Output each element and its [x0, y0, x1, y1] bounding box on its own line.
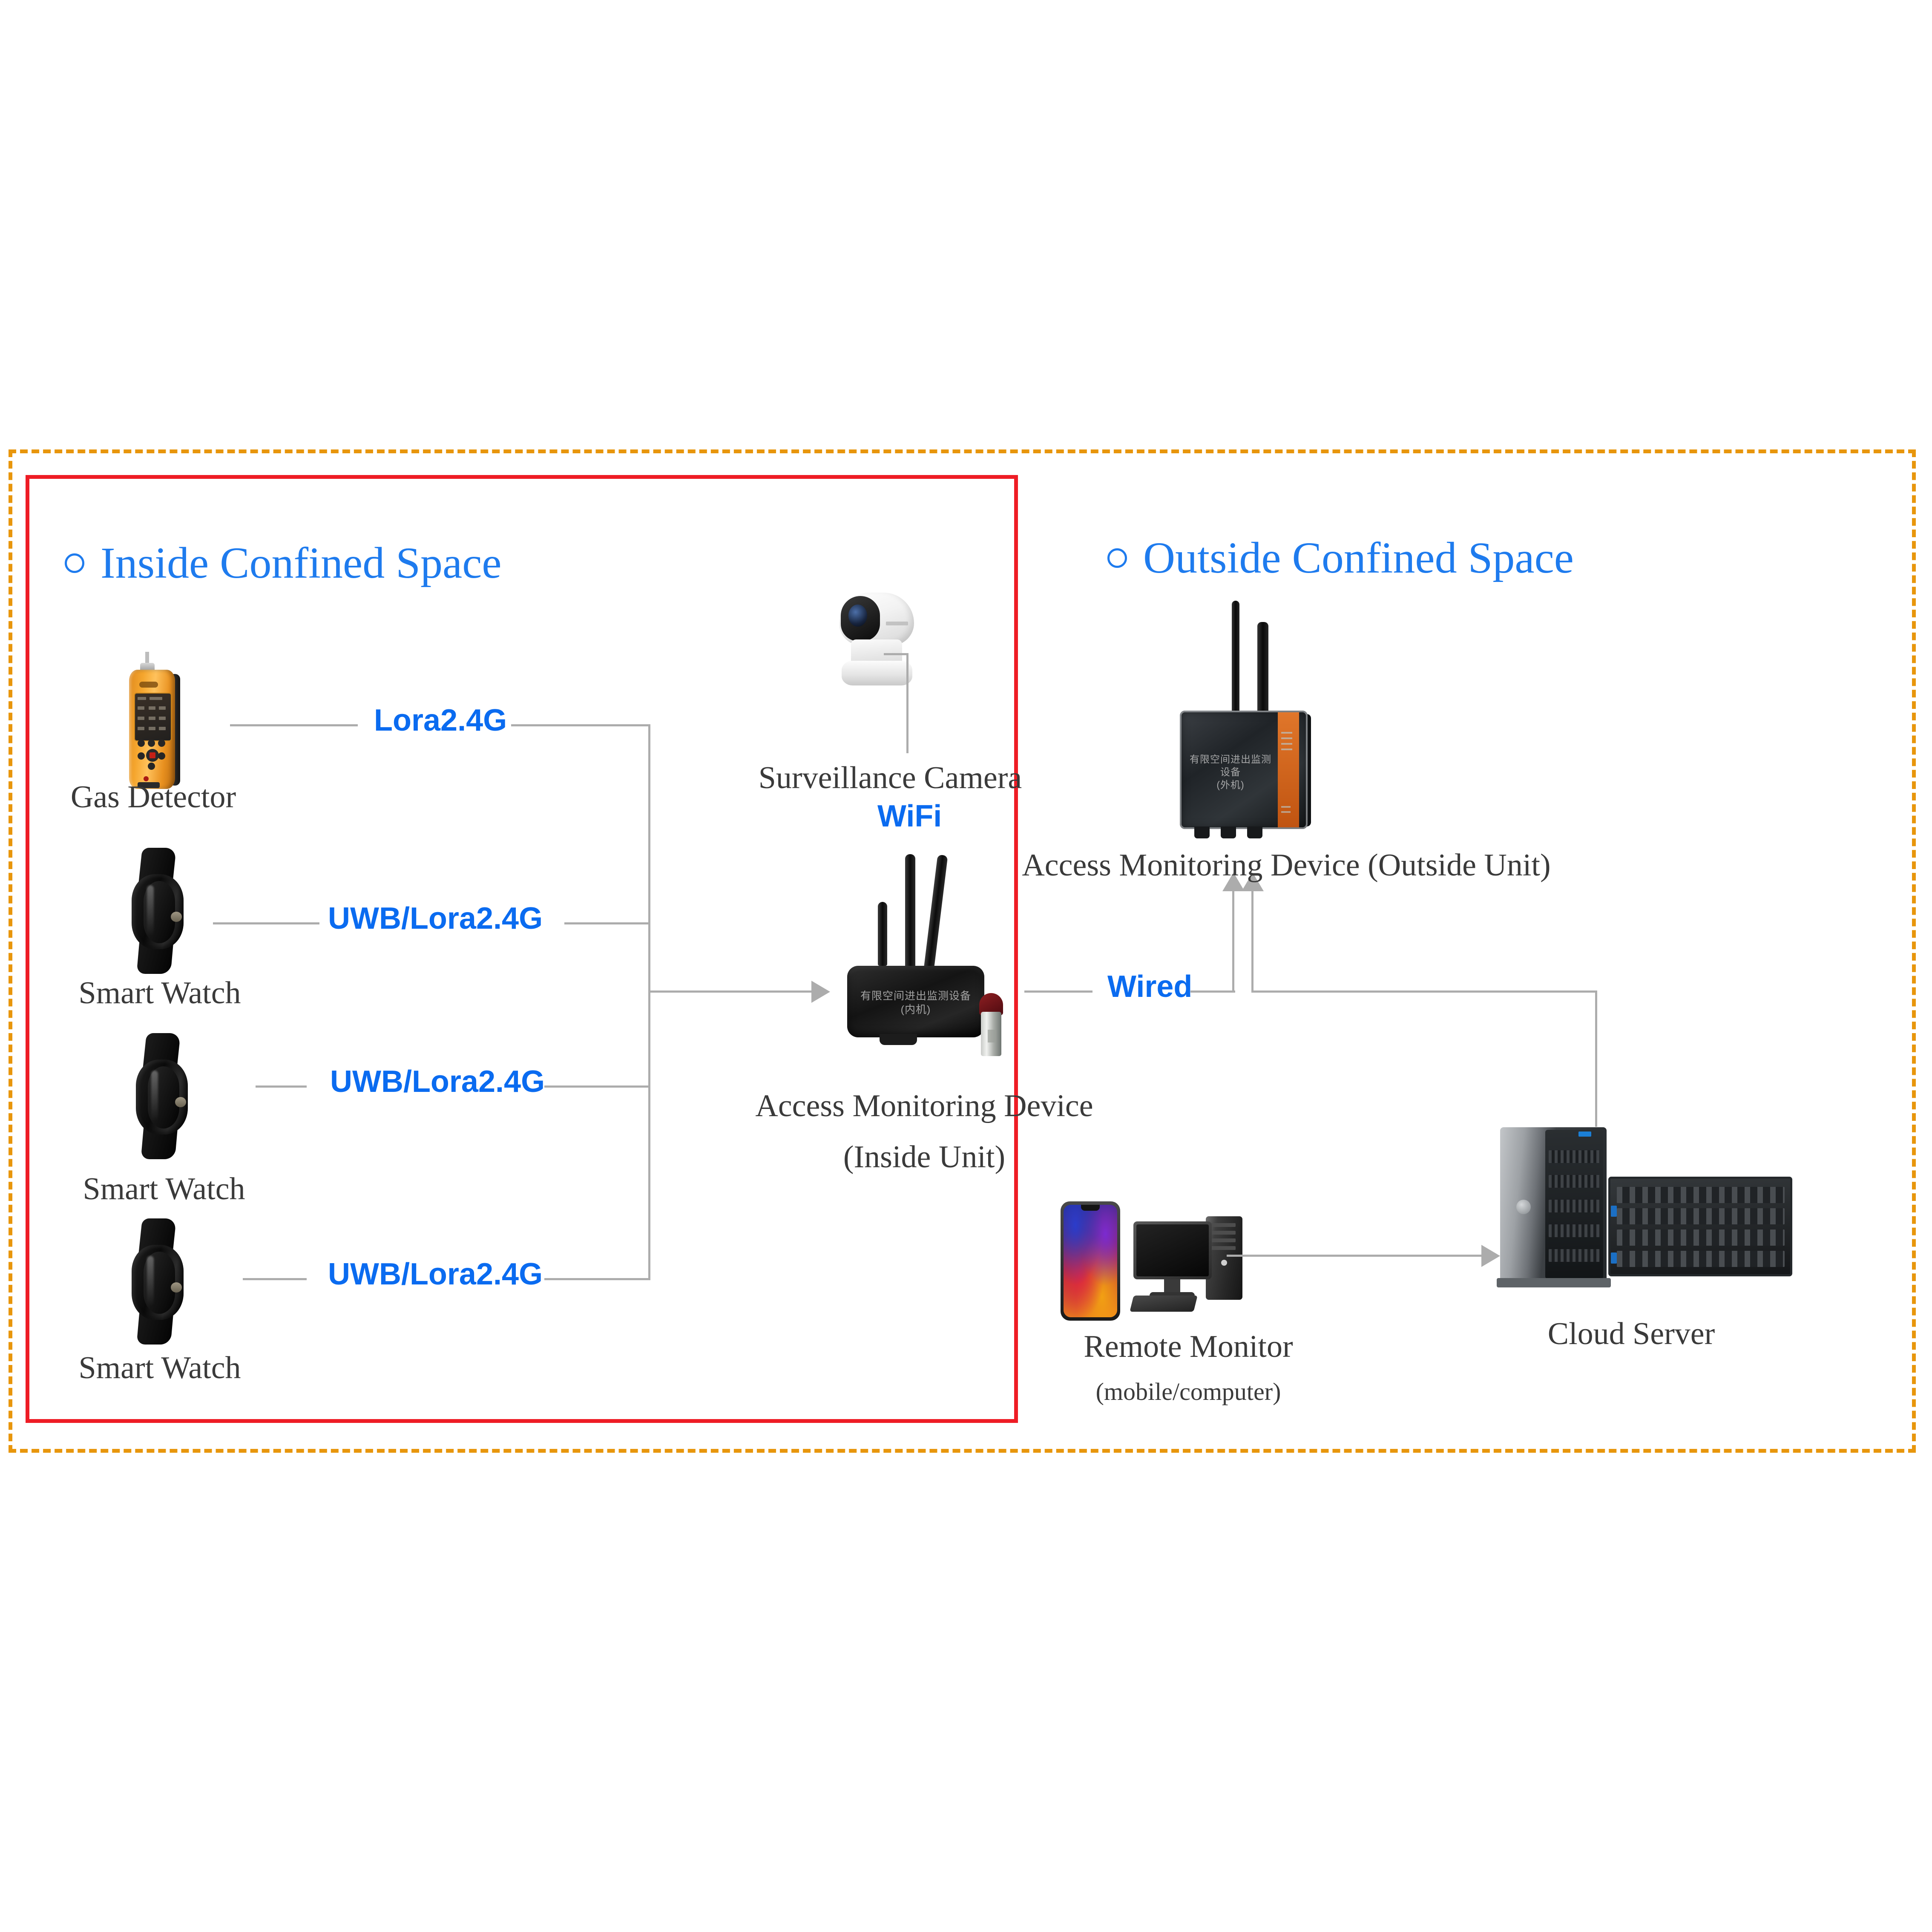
circle-bullet-icon: [65, 553, 84, 573]
outside-unit-device-text2: (外机): [1216, 779, 1245, 790]
protocol-label-lora: Lora2.4G: [374, 703, 507, 737]
outside-confined-space-boundary: [9, 449, 1916, 1453]
connector-watch2-right: [544, 1085, 650, 1088]
smart-watch-1-label: Smart Watch: [78, 976, 241, 1011]
outside-unit-device-text: 有限空间进出监测设备: [1190, 754, 1271, 777]
connector-watch2-left: [256, 1085, 307, 1088]
inside-unit-label-line1: Access Monitoring Device: [755, 1088, 1093, 1123]
gas-detector-icon: [121, 652, 185, 792]
surveillance-camera-icon: [822, 590, 950, 697]
connector-camera-drop: [906, 653, 908, 753]
connector-wired-riser: [1232, 890, 1234, 992]
outside-unit-label: Access Monitoring Device (Outside Unit): [1022, 848, 1551, 883]
desktop-computer-icon: [1130, 1212, 1259, 1323]
inside-zone-label: Inside Confined Space: [101, 538, 502, 587]
circle-bullet-icon: [1107, 548, 1127, 568]
outside-zone-heading: Outside Confined Space: [1107, 536, 1574, 580]
inside-unit-label-line2: (Inside Unit): [843, 1140, 1006, 1175]
arrow-head-to-inside-unit: [811, 981, 830, 1003]
protocol-label-uwb-2: UWB/Lora2.4G: [330, 1065, 545, 1099]
inside-unit-device-text: 有限空间进出监测设备: [860, 990, 971, 1002]
arrow-head-wired-to-outside-unit: [1222, 872, 1245, 891]
connector-watch1-right: [564, 922, 650, 924]
surveillance-camera-label: Surveillance Camera: [758, 760, 1022, 795]
smart-watch-icon: [121, 1218, 202, 1346]
smart-watch-2-label: Smart Watch: [83, 1172, 245, 1206]
protocol-label-uwb-3: UWB/Lora2.4G: [328, 1257, 543, 1291]
connector-bus-to-inside-unit: [650, 990, 812, 993]
cloud-server-label: Cloud Server: [1547, 1316, 1715, 1351]
arrow-head-to-cloud-server: [1481, 1245, 1500, 1267]
connector-wired-right: [1190, 990, 1235, 993]
protocol-label-uwb-1: UWB/Lora2.4G: [328, 901, 543, 936]
mobile-phone-icon: [1061, 1201, 1120, 1321]
connector-wired-left: [1024, 990, 1092, 993]
smart-watch-3-label: Smart Watch: [78, 1350, 241, 1385]
outside-zone-label: Outside Confined Space: [1143, 533, 1574, 582]
alarm-beacon-icon: [978, 993, 1004, 1056]
outside-unit-icon: 有限空间进出监测设备 (外机): [1150, 596, 1371, 838]
inside-unit-device-text2: (内机): [900, 1003, 931, 1016]
inside-confined-space-boundary: [26, 475, 1018, 1423]
arrow-head-cloud-to-outside-unit: [1242, 872, 1264, 891]
connector-watch3-right: [544, 1278, 650, 1280]
connector-monitor-to-cloud: [1227, 1255, 1482, 1257]
inside-unit-icon: 有限空间进出监测设备 (内机): [833, 841, 1012, 1056]
connector-camera-stub: [884, 653, 908, 655]
cloud-server-icon: [1494, 1125, 1801, 1295]
remote-monitor-sublabel: (mobile/computer): [1095, 1378, 1281, 1405]
smart-watch-icon: [121, 848, 202, 976]
protocol-label-wifi: WiFi: [877, 799, 942, 833]
connector-watch3-left: [243, 1278, 307, 1280]
connector-gas-right: [511, 724, 650, 726]
connector-bus-vertical: [648, 724, 650, 1280]
connector-cloud-riser: [1251, 890, 1254, 992]
smart-watch-icon: [126, 1033, 207, 1161]
connector-cloud-branch-horizontal: [1251, 990, 1597, 993]
connector-gas-left: [230, 724, 358, 726]
connector-watch1-left: [213, 922, 319, 924]
connector-cloud-branch-vertical: [1595, 990, 1597, 1127]
protocol-label-wired: Wired: [1107, 970, 1193, 1004]
remote-monitor-label: Remote Monitor: [1084, 1329, 1293, 1364]
inside-zone-heading: Inside Confined Space: [65, 541, 502, 585]
gas-detector-label: Gas Detector: [70, 780, 236, 815]
